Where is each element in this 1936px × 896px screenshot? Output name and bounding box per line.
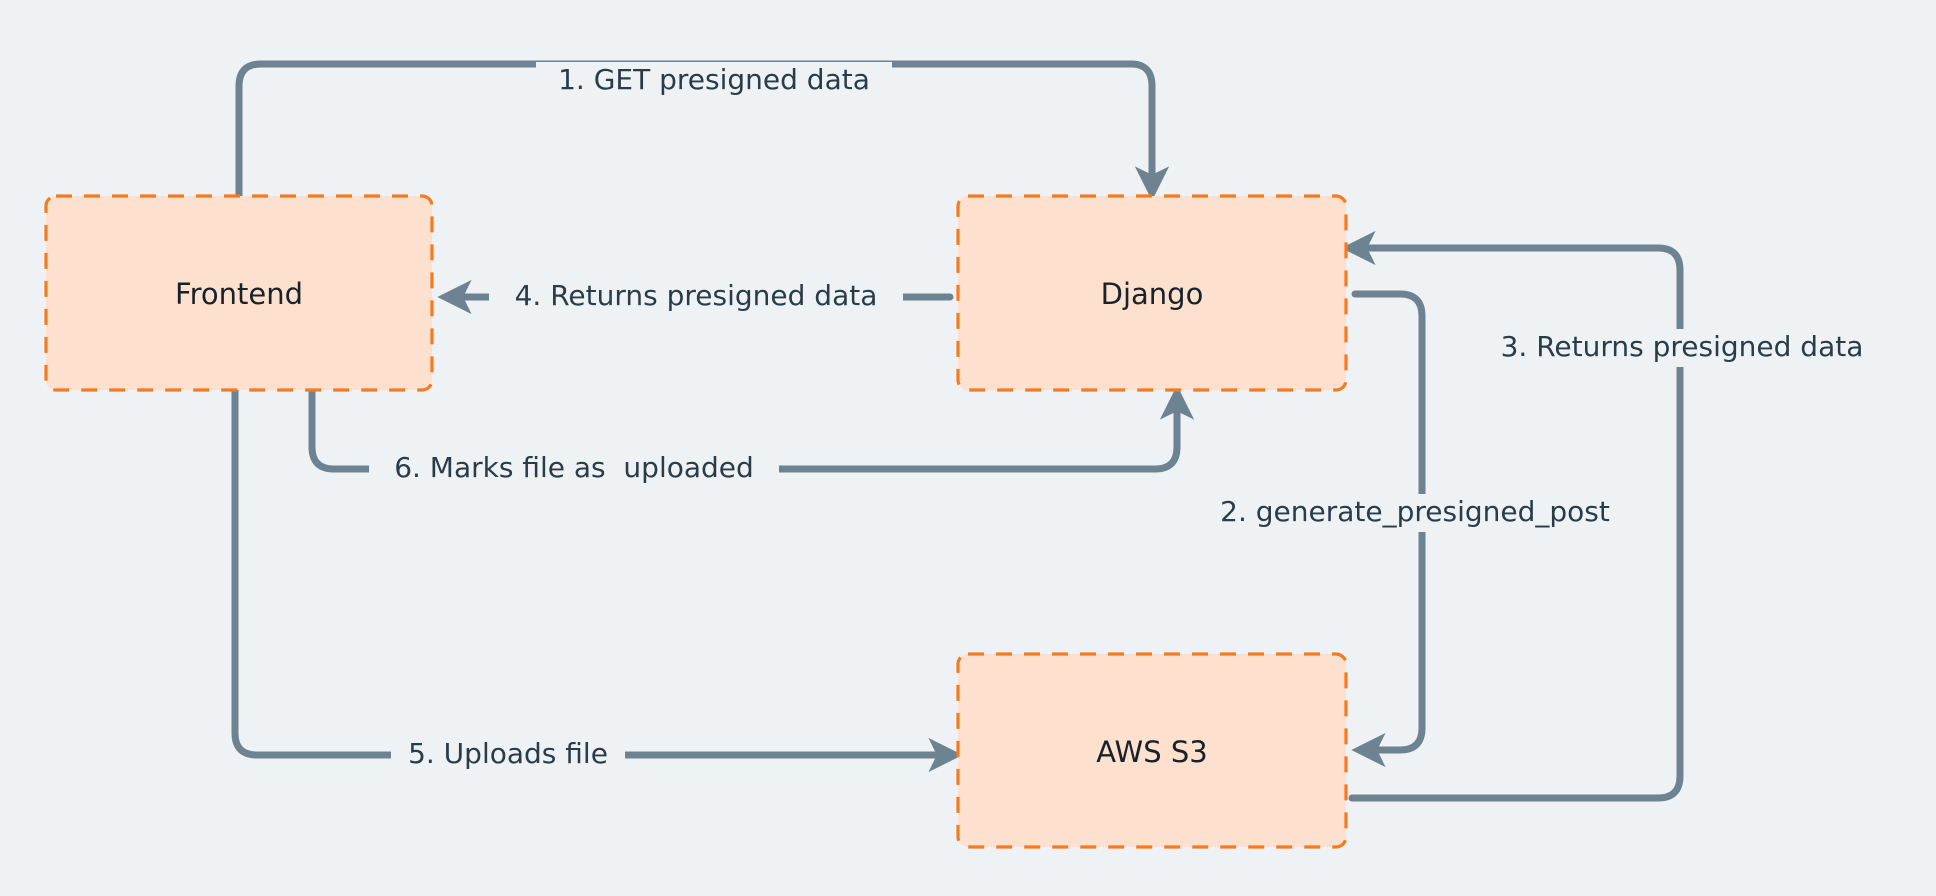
edge-3-path — [1341, 230, 1684, 802]
edge-6-label-group: 6. Marks file as uploaded — [369, 450, 779, 488]
edge-1-label-backdrop — [536, 62, 892, 100]
edge-4-label-backdrop — [489, 278, 903, 316]
node-frontend[interactable]: Frontend — [44, 194, 434, 392]
edge-5-label-backdrop — [391, 736, 625, 774]
edge-3-label-backdrop — [1482, 329, 1882, 367]
node-aws-s3-box[interactable] — [956, 652, 1348, 849]
edge-2-label-group: 2. generate_presigned_post — [1193, 494, 1637, 532]
edge-1-label-group: 1. GET presigned data — [536, 62, 892, 100]
edge-3-returns-presigned-data — [1341, 230, 1684, 802]
edge-3-label-group: 3. Returns presigned data — [1482, 329, 1882, 367]
node-django[interactable]: Django — [956, 194, 1348, 392]
edge-6-label: 6. Marks file as uploaded — [394, 451, 754, 484]
node-frontend-label: Frontend — [175, 277, 303, 311]
node-frontend-box[interactable] — [44, 194, 434, 392]
node-django-box[interactable] — [956, 194, 1348, 392]
edge-3-label: 3. Returns presigned data — [1501, 330, 1864, 363]
node-aws-s3[interactable]: AWS S3 — [956, 652, 1348, 849]
edge-5-label: 5. Uploads file — [408, 737, 608, 770]
edge-2-label-backdrop — [1193, 494, 1637, 532]
edge-6-label-backdrop — [369, 450, 779, 488]
node-django-label: Django — [1101, 277, 1204, 311]
edge-5-path — [231, 386, 963, 773]
edge-5-uploads-file — [231, 386, 963, 773]
edge-5-label-group: 5. Uploads file — [391, 736, 625, 774]
edge-1-label: 1. GET presigned data — [558, 63, 870, 96]
edge-4-label-group: 4. Returns presigned data — [489, 278, 903, 316]
edge-4-label: 4. Returns presigned data — [515, 279, 878, 312]
node-aws-s3-label: AWS S3 — [1096, 735, 1207, 769]
edge-2-label: 2. generate_presigned_post — [1220, 495, 1610, 528]
